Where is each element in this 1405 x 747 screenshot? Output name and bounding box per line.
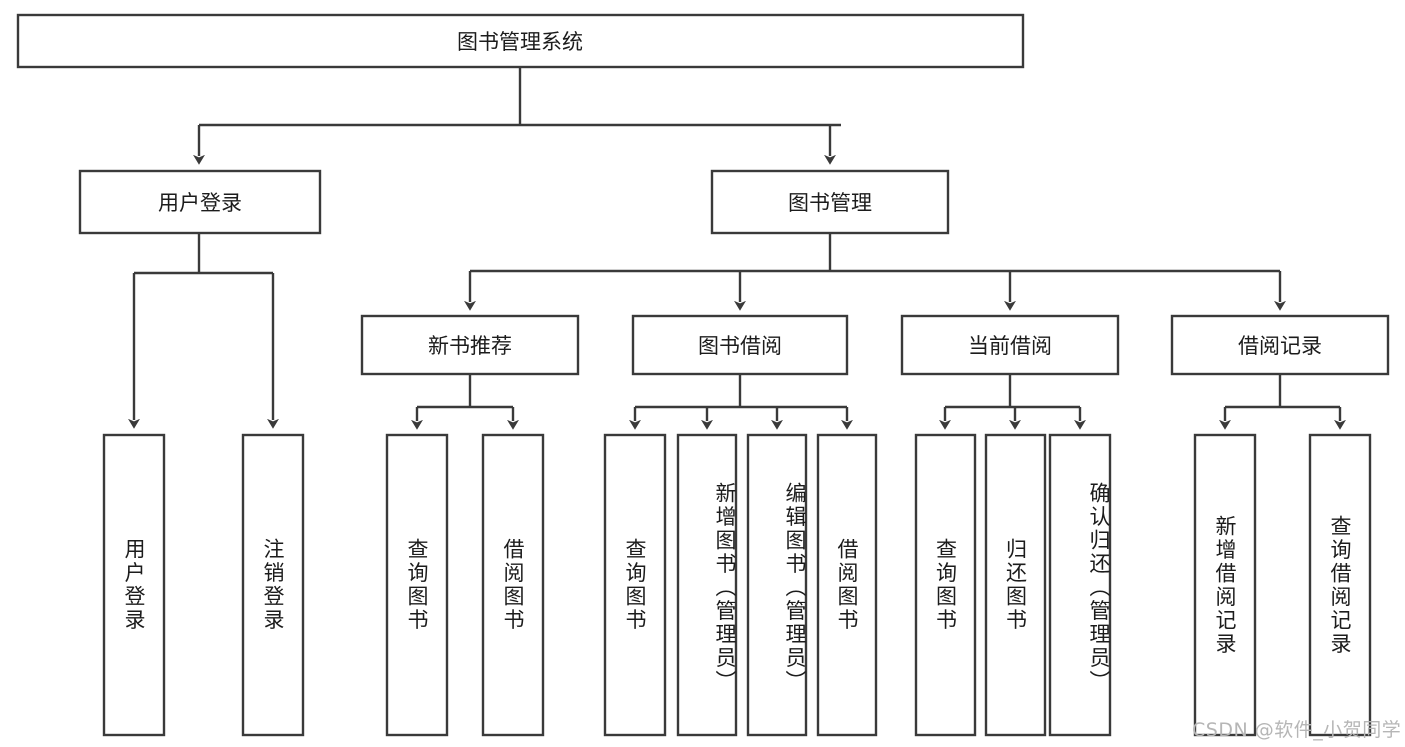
node-user-login-box[interactable]	[78, 169, 322, 235]
connector-group-current	[939, 374, 1086, 430]
node-user-login[interactable]: 用户登录	[78, 169, 322, 235]
csdn-watermark: CSDN @软件_小贺同学	[1192, 719, 1402, 741]
leaf-box-nb-query-book[interactable]	[385, 433, 449, 737]
leaf-box-cu-return-book[interactable]	[984, 433, 1047, 737]
leaf-box-re-query-record[interactable]	[1308, 433, 1372, 737]
leaf-box-re-add-record[interactable]	[1193, 433, 1257, 737]
connector-group-user-login	[128, 233, 279, 429]
leaf-box-bo-add-book-admin[interactable]	[676, 433, 738, 737]
leaf-boxes	[102, 433, 1372, 737]
node-root-box[interactable]	[16, 13, 1025, 69]
node-root[interactable]: 图书管理系统	[16, 13, 1025, 69]
node-root-label: 图书管理系统	[457, 30, 583, 54]
node-current-borrow-box[interactable]	[900, 314, 1120, 376]
node-new-book-recommend[interactable]: 新书推荐	[360, 314, 580, 376]
node-current-borrow[interactable]: 当前借阅	[900, 314, 1120, 376]
connector-group-records	[1219, 374, 1346, 430]
node-book-management[interactable]: 图书管理	[710, 169, 950, 235]
node-new-book-recommend-box[interactable]	[360, 314, 580, 376]
leaf-box-nb-borrow-book[interactable]	[481, 433, 545, 737]
node-borrow-records[interactable]: 借阅记录	[1170, 314, 1390, 376]
node-user-login-label: 用户登录	[158, 191, 242, 215]
node-book-borrow[interactable]: 图书借阅	[631, 314, 849, 376]
connector-group-root	[193, 67, 841, 165]
connector-group-new-books	[411, 374, 519, 430]
leaf-box-user-login[interactable]	[102, 433, 166, 737]
node-current-borrow-label: 当前借阅	[968, 334, 1052, 358]
node-book-management-label: 图书管理	[788, 191, 872, 215]
leaf-box-bo-edit-book-admin[interactable]	[746, 433, 808, 737]
node-new-book-recommend-label: 新书推荐	[428, 334, 512, 358]
connector-group-book-mgmt	[464, 233, 1286, 311]
node-borrow-records-label: 借阅记录	[1238, 334, 1322, 358]
leaf-box-logout[interactable]	[241, 433, 305, 737]
node-borrow-records-box[interactable]	[1170, 314, 1390, 376]
leaf-box-cu-confirm-return-admin[interactable]	[1048, 433, 1112, 737]
leaf-box-bo-query-book[interactable]	[603, 433, 667, 737]
leaf-box-cu-query-book[interactable]	[914, 433, 977, 737]
connector-group-borrow	[629, 374, 853, 430]
leaf-box-bo-borrow-book[interactable]	[816, 433, 878, 737]
node-book-management-box[interactable]	[710, 169, 950, 235]
node-book-borrow-box[interactable]	[631, 314, 849, 376]
node-book-borrow-label: 图书借阅	[698, 334, 782, 358]
